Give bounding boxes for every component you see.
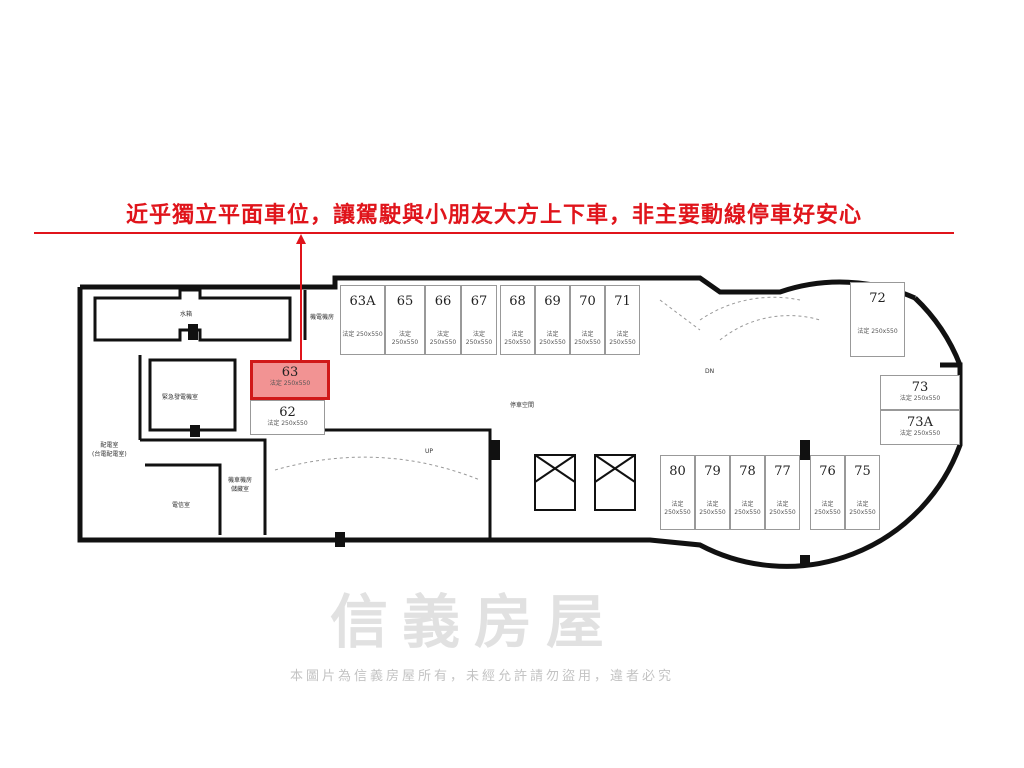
parking-stall-80[interactable]: 80 法定 250x550 [660,455,695,530]
room-mech-label: 機車機房 [228,477,253,484]
stall-number: 65 [396,294,414,309]
stall-size: 法定 250x550 [504,331,531,346]
stall-size: 法定 250x550 [769,501,796,516]
parking-stall-69[interactable]: 69 法定 250x550 [535,285,570,355]
stall-number: 63A [349,294,376,309]
stall-size: 法定 250x550 [814,501,841,516]
stall-number: 70 [579,294,596,309]
stall-size: 法定 250x550 [465,331,493,346]
stall-number: 68 [509,294,526,309]
room-power-sub: (台電配電室) [92,451,127,458]
stall-number: 62 [279,405,296,420]
ramp-dn-label: DN [705,368,715,375]
room-power: 配電室 (台電配電室) [92,440,127,458]
stall-number: 72 [869,291,886,306]
room-mech: 機車機房儲藏室 [228,475,252,493]
stall-size: 法定 250x550 [849,501,876,516]
stall-number: 71 [614,294,631,309]
room-telecom: 電信室 [172,502,191,509]
ramp-up-label: UP [425,448,434,455]
room-storage-label: 儲藏室 [231,486,250,493]
room-power-label: 配電室 [100,442,119,449]
stall-size: 法定 250x550 [267,420,308,427]
parking-stall-76[interactable]: 76 法定 250x550 [810,455,845,530]
stall-size: 法定 250x550 [342,331,383,338]
watermark: 信義房屋 [330,588,619,656]
stall-size: 法定 250x550 [899,430,941,437]
stall-size: 法定 250x550 [391,331,419,346]
parking-stall-68[interactable]: 68 法定 250x550 [500,285,535,355]
watermark-notice: 本圖片為信義房屋所有，未經允許請勿盜用，違者必究 [290,669,675,684]
stall-number: 63 [281,365,299,380]
parking-stall-72[interactable]: 72 法定 250x550 [850,282,905,357]
parking-stall-77[interactable]: 77 法定 250x550 [765,455,800,530]
stall-size: 法定 250x550 [699,501,726,516]
stall-number: 69 [544,294,561,309]
parking-stall-70[interactable]: 70 法定 250x550 [570,285,605,355]
stall-number: 78 [739,464,756,479]
stall-number: 76 [819,464,836,479]
room-generator: 緊急發電機室 [162,394,199,401]
stall-size: 法定 250x550 [734,501,761,516]
stall-number: 77 [774,464,791,479]
parking-stall-63A[interactable]: 63A 法定 250x550 [340,285,385,355]
stall-size: 法定 250x550 [899,395,941,402]
parking-stall-78[interactable]: 78 法定 250x550 [730,455,765,530]
parking-stall-79[interactable]: 79 法定 250x550 [695,455,730,530]
room-water-tank: 水箱 [180,311,193,318]
stall-size: 法定 250x550 [269,380,311,387]
room-parking: 停車空間 [510,402,535,409]
highlighted-stall-box[interactable] [250,360,330,400]
stall-number: 80 [669,464,686,479]
stall-number: 75 [854,464,871,479]
stall-size: 法定 250x550 [539,331,566,346]
parking-stall-66[interactable]: 66 法定 250x550 [425,285,461,355]
stall-size: 法定 250x550 [664,501,691,516]
stall-number: 73A [907,415,933,430]
stall-size: 法定 250x550 [609,331,636,346]
parking-stall-75[interactable]: 75 法定 250x550 [845,455,880,530]
room-elevator: 機電機房 [310,314,335,321]
stall-size: 法定 250x550 [857,328,898,335]
stall-size: 法定 250x550 [429,331,457,346]
stall-number: 73 [911,380,929,395]
stall-size: 法定 250x550 [574,331,601,346]
headline: 近乎獨立平面車位，讓駕駛與小朋友大方上下車，非主要動線停車好安心 [34,197,954,234]
arrowhead-icon [296,234,306,244]
parking-stall-65[interactable]: 65 法定 250x550 [385,285,425,355]
stall-number: 66 [434,294,452,309]
parking-stall-71[interactable]: 71 法定 250x550 [605,285,640,355]
parking-stall-67[interactable]: 67 法定 250x550 [461,285,497,355]
stall-number: 67 [470,294,488,309]
stall-number: 79 [704,464,721,479]
